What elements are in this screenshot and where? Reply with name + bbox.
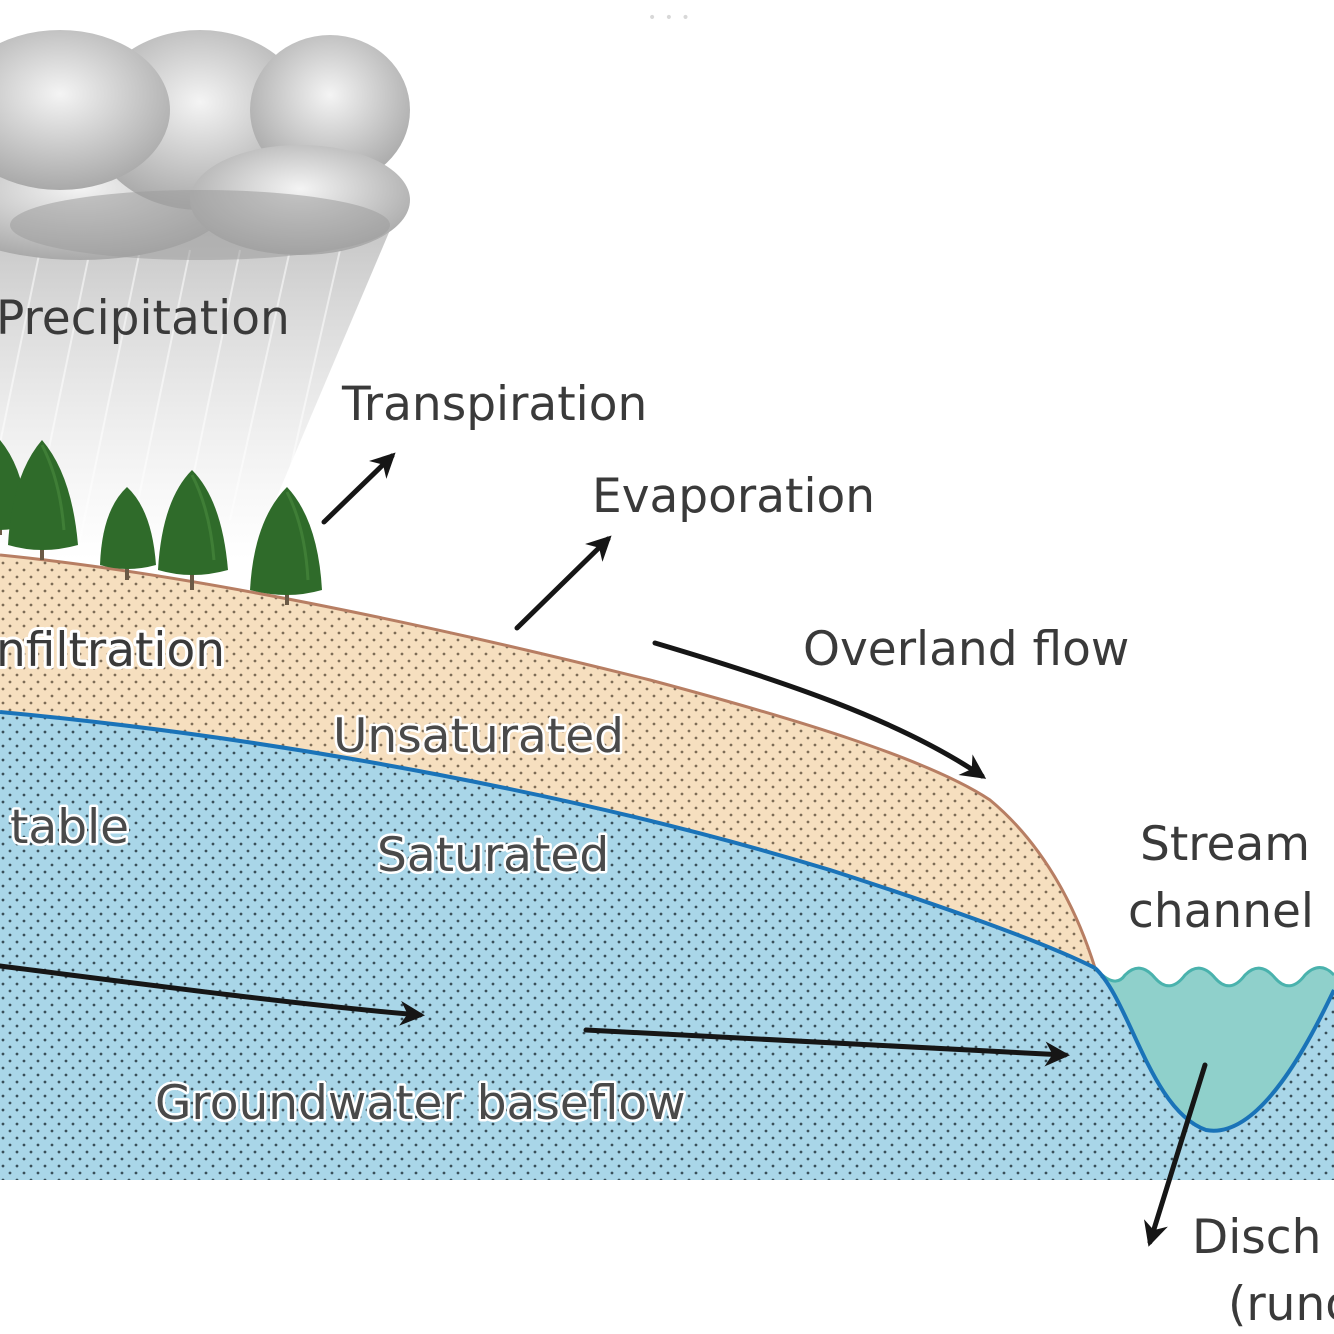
label-channel: channel xyxy=(1128,884,1314,939)
tree-icon xyxy=(250,487,322,605)
ground-surface xyxy=(0,553,1097,969)
label-water-table: table xyxy=(10,800,129,855)
label-evaporation: Evaporation xyxy=(592,469,875,524)
cloud-icon xyxy=(0,30,410,260)
baseflow-arrow-2 xyxy=(583,1027,1070,1067)
label-runoff: (runo xyxy=(1228,1277,1334,1332)
label-infiltration: nfiltration xyxy=(0,623,225,678)
label-transpiration: Transpiration xyxy=(341,377,647,432)
transpiration-arrow xyxy=(321,452,396,525)
discharge-arrow xyxy=(1143,1062,1208,1247)
trees xyxy=(0,440,322,605)
label-unsaturated: Unsaturated xyxy=(333,709,624,764)
stream-channel xyxy=(1093,966,1334,1133)
water-table-line xyxy=(0,710,1096,970)
top-handle: • • • xyxy=(648,10,692,26)
label-stream: Stream xyxy=(1140,817,1310,872)
label-overland-flow: Overland flow xyxy=(803,622,1129,677)
label-groundwater-baseflow: Groundwater baseflow xyxy=(155,1076,686,1131)
tree-icon xyxy=(158,470,228,590)
label-discharge: Disch xyxy=(1192,1210,1321,1265)
tree-icon xyxy=(100,487,156,580)
label-precipitation: Precipitation xyxy=(0,291,290,346)
evaporation-arrow xyxy=(514,535,612,631)
tree-icon xyxy=(8,440,78,560)
overland-flow-arrow xyxy=(652,640,987,779)
arrows xyxy=(0,452,1208,1247)
baseflow-arrow-1 xyxy=(0,963,425,1026)
label-saturated: Saturated xyxy=(377,828,609,883)
